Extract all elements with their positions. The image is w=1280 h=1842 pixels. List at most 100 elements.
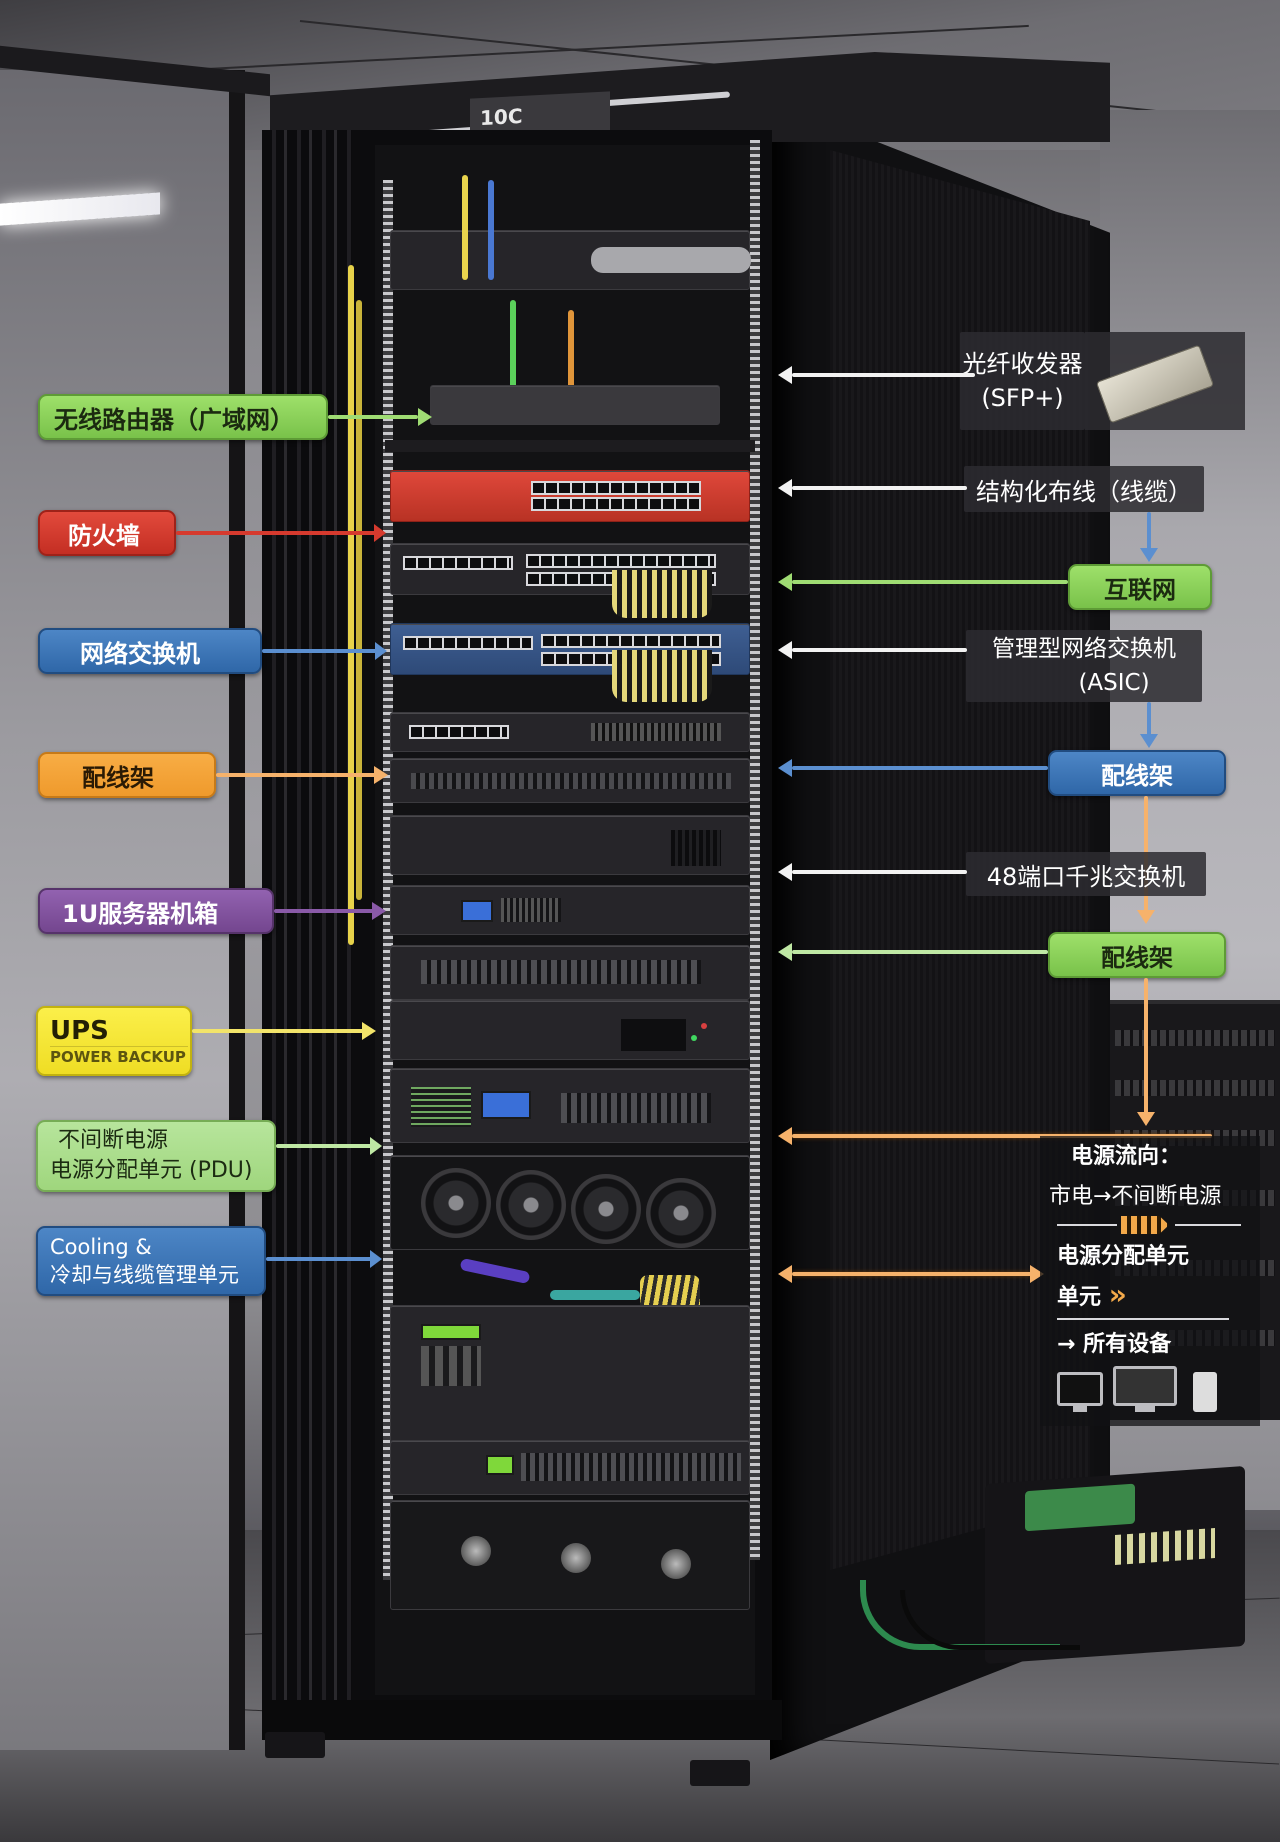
label-cooling: Cooling & 冷却与线缆管理单元 — [36, 1226, 266, 1296]
flow-arrow-down-orange — [1144, 978, 1148, 1118]
rack-foot — [690, 1760, 750, 1786]
green-patch-cable — [510, 300, 516, 390]
arrow-line-sfp — [792, 373, 975, 377]
label-text: 1U服务器机箱 — [62, 899, 219, 928]
label-1u-server: 1U服务器机箱 — [38, 888, 274, 934]
fan-icon — [571, 1174, 641, 1244]
divider — [1175, 1224, 1241, 1226]
ups-device — [390, 1000, 750, 1060]
flow-arrow-down — [1147, 512, 1151, 552]
label-text: 配线架 — [82, 763, 154, 792]
label-line1: 光纤收发器 — [962, 350, 1083, 378]
port-block — [591, 723, 721, 741]
arrowhead-icon — [778, 573, 792, 591]
sfp-module-cable — [591, 247, 751, 273]
network-device-green-lcd — [390, 1440, 750, 1495]
arrow-line-cooling — [266, 1257, 372, 1261]
power-flow-step2: 电源分配单元 — [1057, 1244, 1190, 1269]
yellow-cable — [348, 265, 354, 945]
label-wireless-router: 无线路由器（广域网） — [38, 394, 328, 440]
fan-icon — [646, 1178, 716, 1248]
flow-arrow-down — [1147, 702, 1151, 738]
double-chevron-icon: » — [1108, 1278, 1127, 1311]
port-block — [501, 898, 561, 922]
arrowhead-icon — [418, 408, 432, 426]
arrowhead-icon — [362, 1022, 376, 1040]
yellow-cable-bundle — [612, 570, 712, 618]
orange-patch-cable — [568, 310, 574, 390]
wireless-router-device — [430, 385, 720, 425]
server-tower-icon — [1193, 1372, 1217, 1412]
port-row — [409, 725, 509, 739]
rack-left-post — [262, 130, 352, 1720]
arrowhead-down-icon — [1140, 548, 1158, 562]
power-flow-legend: 电源流向： 市电→不间断电源 电源分配单元 单元 » → 所有设备 — [1045, 1128, 1255, 1418]
arrow-line-power-bidirectional — [792, 1272, 1032, 1276]
blue-patch-cable — [488, 180, 494, 280]
label-text: 48端口千兆交换机 — [986, 862, 1186, 891]
label-line1: 不间断电源 — [58, 1128, 169, 1153]
arrowhead-icon — [778, 759, 792, 777]
arrow-line-cabling — [792, 486, 967, 490]
label-line1: Cooling & — [50, 1235, 152, 1259]
label-text: 配线架 — [1101, 761, 1173, 790]
arrowhead-icon — [778, 479, 792, 497]
arrowhead-icon — [374, 524, 386, 542]
patch-panel-device-2 — [390, 758, 750, 803]
arrow-line-pdu — [276, 1144, 372, 1148]
firewall-device — [390, 470, 750, 522]
label-line2: 冷却与线缆管理单元 — [50, 1263, 239, 1287]
label-text: 无线路由器（广域网） — [54, 405, 294, 434]
label-pdu: 不间断电源 电源分配单元 (PDU) — [36, 1120, 276, 1192]
label-patch-panel: 配线架 — [38, 752, 216, 798]
desktop-stand — [1135, 1406, 1155, 1412]
label-line2: (SFP+) — [981, 384, 1064, 412]
pdu-device — [390, 1068, 750, 1143]
arrow-line-switch — [262, 649, 377, 653]
arrow-line-firewall — [176, 531, 376, 535]
sfp-device-unit — [390, 230, 751, 290]
arrow-line-server — [274, 909, 374, 913]
arrowhead-down-icon — [1137, 1112, 1155, 1126]
drive-light — [661, 1549, 691, 1579]
arrowhead-down-icon — [1140, 734, 1158, 748]
port-block — [521, 1453, 741, 1481]
label-line2: (ASIC) — [1078, 670, 1150, 696]
label-gigabit-switch: 48端口千兆交换机 — [966, 852, 1206, 896]
terminal-block — [1115, 1528, 1215, 1565]
label-line1: 管理型网络交换机 — [992, 636, 1176, 662]
yellow-patch-cable — [462, 175, 468, 280]
vent-grille — [621, 1019, 686, 1051]
ups-large-device — [390, 1305, 750, 1445]
arrow-line-router — [328, 415, 418, 419]
pdu-lcd — [481, 1091, 531, 1119]
rack-rail-right — [750, 140, 760, 1560]
port-row — [526, 554, 716, 568]
arrow-line-patch-panel-right — [792, 766, 1048, 770]
step3-text: 单元 — [1057, 1285, 1102, 1310]
drive-light — [461, 1536, 491, 1566]
rack-base — [262, 1700, 782, 1740]
storage-unit — [390, 1500, 750, 1610]
arrowhead-icon — [375, 642, 387, 660]
arrow-line-internet — [792, 580, 1068, 584]
indicator-panel — [411, 1087, 471, 1127]
vent-grille — [671, 830, 721, 866]
label-patch-panel-right: 配线架 — [1048, 750, 1226, 796]
arrowhead-icon — [370, 1137, 382, 1155]
ups-lcd — [421, 1324, 481, 1340]
status-led — [691, 1035, 697, 1041]
port-row — [531, 481, 701, 495]
drive-light — [561, 1543, 591, 1573]
desktop-icon — [1113, 1366, 1177, 1406]
arrowhead-icon — [778, 943, 792, 961]
label-text: 网络交换机 — [80, 639, 200, 668]
divider — [1057, 1318, 1229, 1320]
label-managed-switch: 管理型网络交换机 (ASIC) — [966, 630, 1202, 702]
outlet-block — [561, 1093, 711, 1123]
label-patch-panel-green: 配线架 — [1048, 932, 1226, 978]
power-flow-step1: 市电→不间断电源 — [1049, 1184, 1222, 1209]
1u-server-device — [390, 885, 750, 935]
arrowhead-icon — [778, 1127, 792, 1145]
label-text: 防火墙 — [68, 521, 140, 550]
